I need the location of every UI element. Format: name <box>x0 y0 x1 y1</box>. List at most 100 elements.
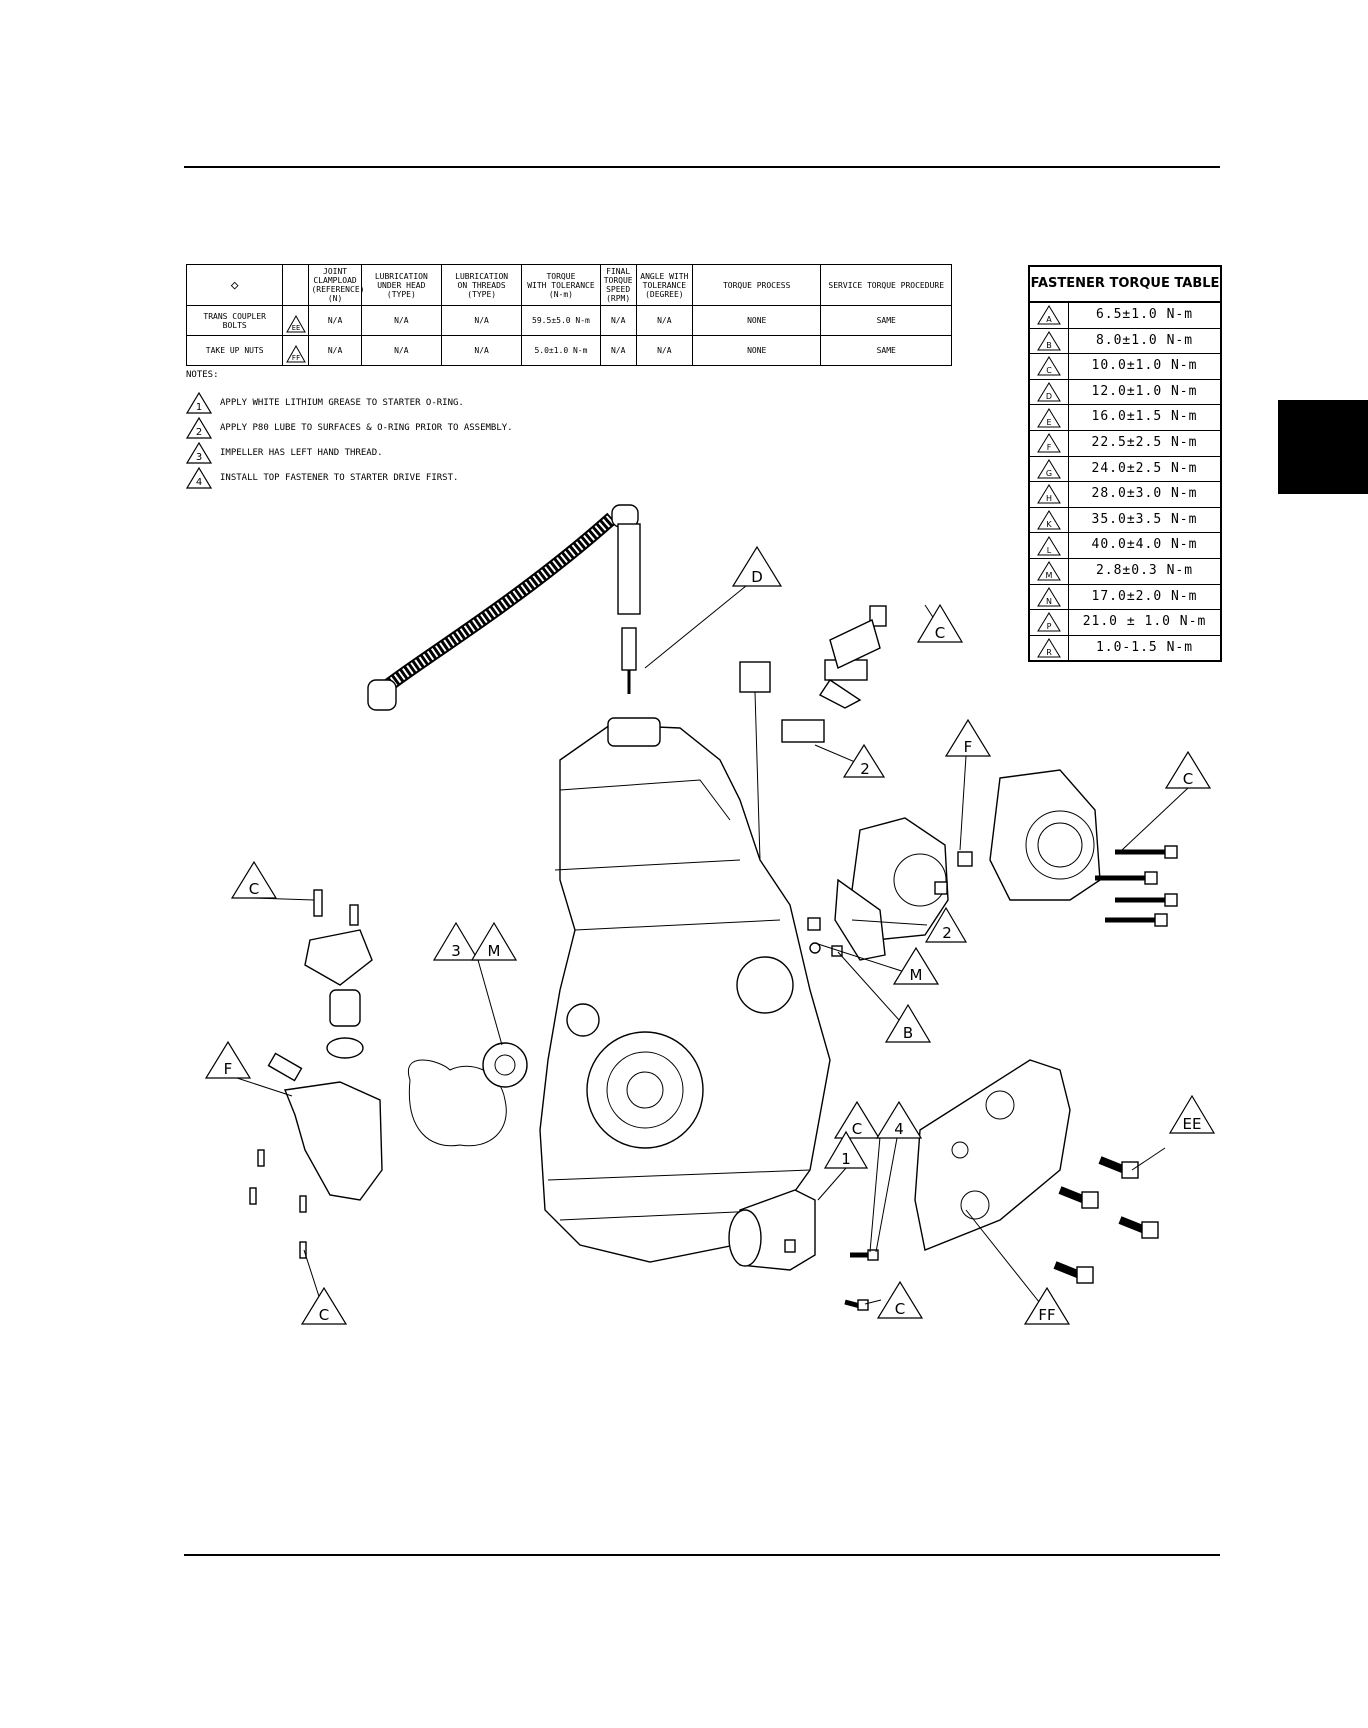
callout-2-throttle: 2 <box>924 906 968 943</box>
spec-header-angle: ANGLE WITH TOLERANCE (DEGREE) <box>635 264 693 306</box>
callout-c-bottom-left: C <box>300 1286 348 1325</box>
fastener-symbol: F <box>1030 430 1069 456</box>
note-text: INSTALL TOP FASTENER TO STARTER DRIVE FI… <box>220 472 459 483</box>
triangle-symbol-icon: K <box>1037 510 1061 530</box>
note-item: 4 INSTALL TOP FASTENER TO STARTER DRIVE … <box>186 465 786 490</box>
fastener-symbol: B <box>1030 328 1069 354</box>
fastener-letter: F <box>1047 443 1052 452</box>
note-number: 4 <box>196 477 202 488</box>
fastener-letter: L <box>1047 546 1052 555</box>
triangle-symbol-icon: E <box>1037 407 1061 428</box>
triangle-symbol-icon: EE <box>286 314 306 333</box>
spec-header-speed: FINAL TORQUE SPEED (RPM) <box>599 264 637 306</box>
callout-label: D <box>751 568 763 586</box>
triangle-symbol-icon: FF <box>286 344 306 363</box>
spark-plug-wire <box>367 504 641 711</box>
triangle-symbol-icon: M <box>1037 561 1061 581</box>
callout-label: F <box>224 1060 233 1078</box>
fastener-torque-value: 1.0-1.5 N-m <box>1095 639 1194 655</box>
callout-c-starter: C <box>833 1100 881 1139</box>
fastener-symbol: L <box>1030 533 1069 558</box>
fastener-letter: P <box>1047 622 1052 631</box>
note-item: 3 IMPELLER HAS LEFT HAND THREAD. <box>186 440 786 465</box>
fastener-letter: G <box>1046 469 1052 478</box>
callout-ee-cover: EE <box>1168 1094 1216 1134</box>
triangle-symbol-icon: N <box>1037 586 1061 607</box>
note-item: 1 APPLY WHITE LITHIUM GREASE TO STARTER … <box>186 390 786 415</box>
fastener-symbol: N <box>1030 584 1069 610</box>
fastener-row: K 35.0±3.5 N-m <box>1030 507 1220 534</box>
callout-2-injector: 2 <box>842 743 886 778</box>
fastener-letter: C <box>1046 366 1052 375</box>
thermostat-housing <box>249 889 383 1259</box>
starter-motor <box>728 1189 879 1311</box>
callout-b-throttle: B <box>884 1003 932 1043</box>
triangle-symbol-icon: F <box>1037 433 1061 453</box>
callout-f-throttle: F <box>944 718 992 757</box>
engine-block <box>539 717 831 1263</box>
triangle-symbol-icon: D <box>1037 382 1061 402</box>
triangle-symbol-icon: P <box>1037 612 1061 632</box>
callout-1-starter: 1 <box>823 1130 869 1169</box>
coupler-bolts <box>1053 1156 1159 1284</box>
fastener-torque-value: 40.0±4.0 N-m <box>1091 537 1198 553</box>
water-pump <box>407 1042 528 1147</box>
callout-4-starter: 4 <box>875 1100 923 1139</box>
spec-cell-symbol: EE <box>282 305 310 336</box>
torque-spec-table: ◇ JOINT CLAMPLOAD (REFERENCE) (N) LUBRIC… <box>185 264 952 366</box>
callout-label: F <box>964 738 973 756</box>
triangle-symbol-icon: G <box>1037 458 1061 479</box>
spec-cell-lube-threads: N/A <box>440 335 523 366</box>
fastener-symbol: A <box>1030 303 1069 328</box>
triangle-symbol-icon: B <box>1037 330 1061 351</box>
fastener-torque-value: 24.0±2.5 N-m <box>1091 460 1198 476</box>
notes-block: NOTES: 1 APPLY WHITE LITHIUM GREASE TO S… <box>186 370 786 490</box>
callout-label: 3 <box>451 942 461 960</box>
fuel-injector <box>739 605 887 861</box>
spec-cell-service: SAME <box>820 335 952 366</box>
triangle-symbol-icon: H <box>1037 484 1061 504</box>
callout-label: 2 <box>942 924 952 942</box>
spec-header-row: ◇ JOINT CLAMPLOAD (REFERENCE) (N) LUBRIC… <box>185 264 952 306</box>
header-rule <box>184 166 1220 168</box>
callout-label: M <box>910 966 923 984</box>
fastener-symbol: G <box>1030 456 1069 482</box>
spec-row-take-up-nuts: TAKE UP NUTS FF N/A N/A N/A 5.0±1.0 N-m … <box>185 335 952 366</box>
fastener-torque-value: 35.0±3.5 N-m <box>1091 511 1198 527</box>
note-text: APPLY WHITE LITHIUM GREASE TO STARTER O-… <box>220 397 464 408</box>
spec-cell-torque: 5.0±1.0 N-m <box>521 335 601 366</box>
spec-header-service: SERVICE TORQUE PROCEDURE <box>820 264 952 306</box>
callout-f-sensor: F <box>204 1040 252 1079</box>
fastener-letter: A <box>1046 315 1052 324</box>
fastener-symbol: R <box>1030 635 1069 661</box>
callout-label: M <box>488 942 501 960</box>
callout-m-throttle: M <box>892 946 940 985</box>
fastener-symbol: H <box>1030 482 1069 507</box>
spec-cell-name: TAKE UP NUTS <box>185 335 284 366</box>
spec-cell-speed: N/A <box>599 335 637 366</box>
spec-symbol-label: FF <box>292 354 300 362</box>
throttle-body <box>834 769 1101 961</box>
fastener-letter: D <box>1046 392 1052 401</box>
fastener-symbol: D <box>1030 379 1069 405</box>
callout-c-top: C <box>916 603 964 643</box>
callout-label: C <box>319 1306 329 1324</box>
footer-rule <box>184 1554 1220 1556</box>
callout-ff-cover: FF <box>1023 1286 1071 1325</box>
callout-label: C <box>852 1120 862 1138</box>
note-triangle-icon: 1 <box>186 391 212 414</box>
triangle-symbol-icon: L <box>1037 535 1061 556</box>
triangle-symbol-icon: A <box>1037 305 1061 325</box>
note-triangle-icon: 4 <box>186 466 212 489</box>
spec-cell-lube-head: N/A <box>360 335 442 366</box>
callout-label: EE <box>1183 1115 1202 1133</box>
note-number: 1 <box>196 402 202 413</box>
